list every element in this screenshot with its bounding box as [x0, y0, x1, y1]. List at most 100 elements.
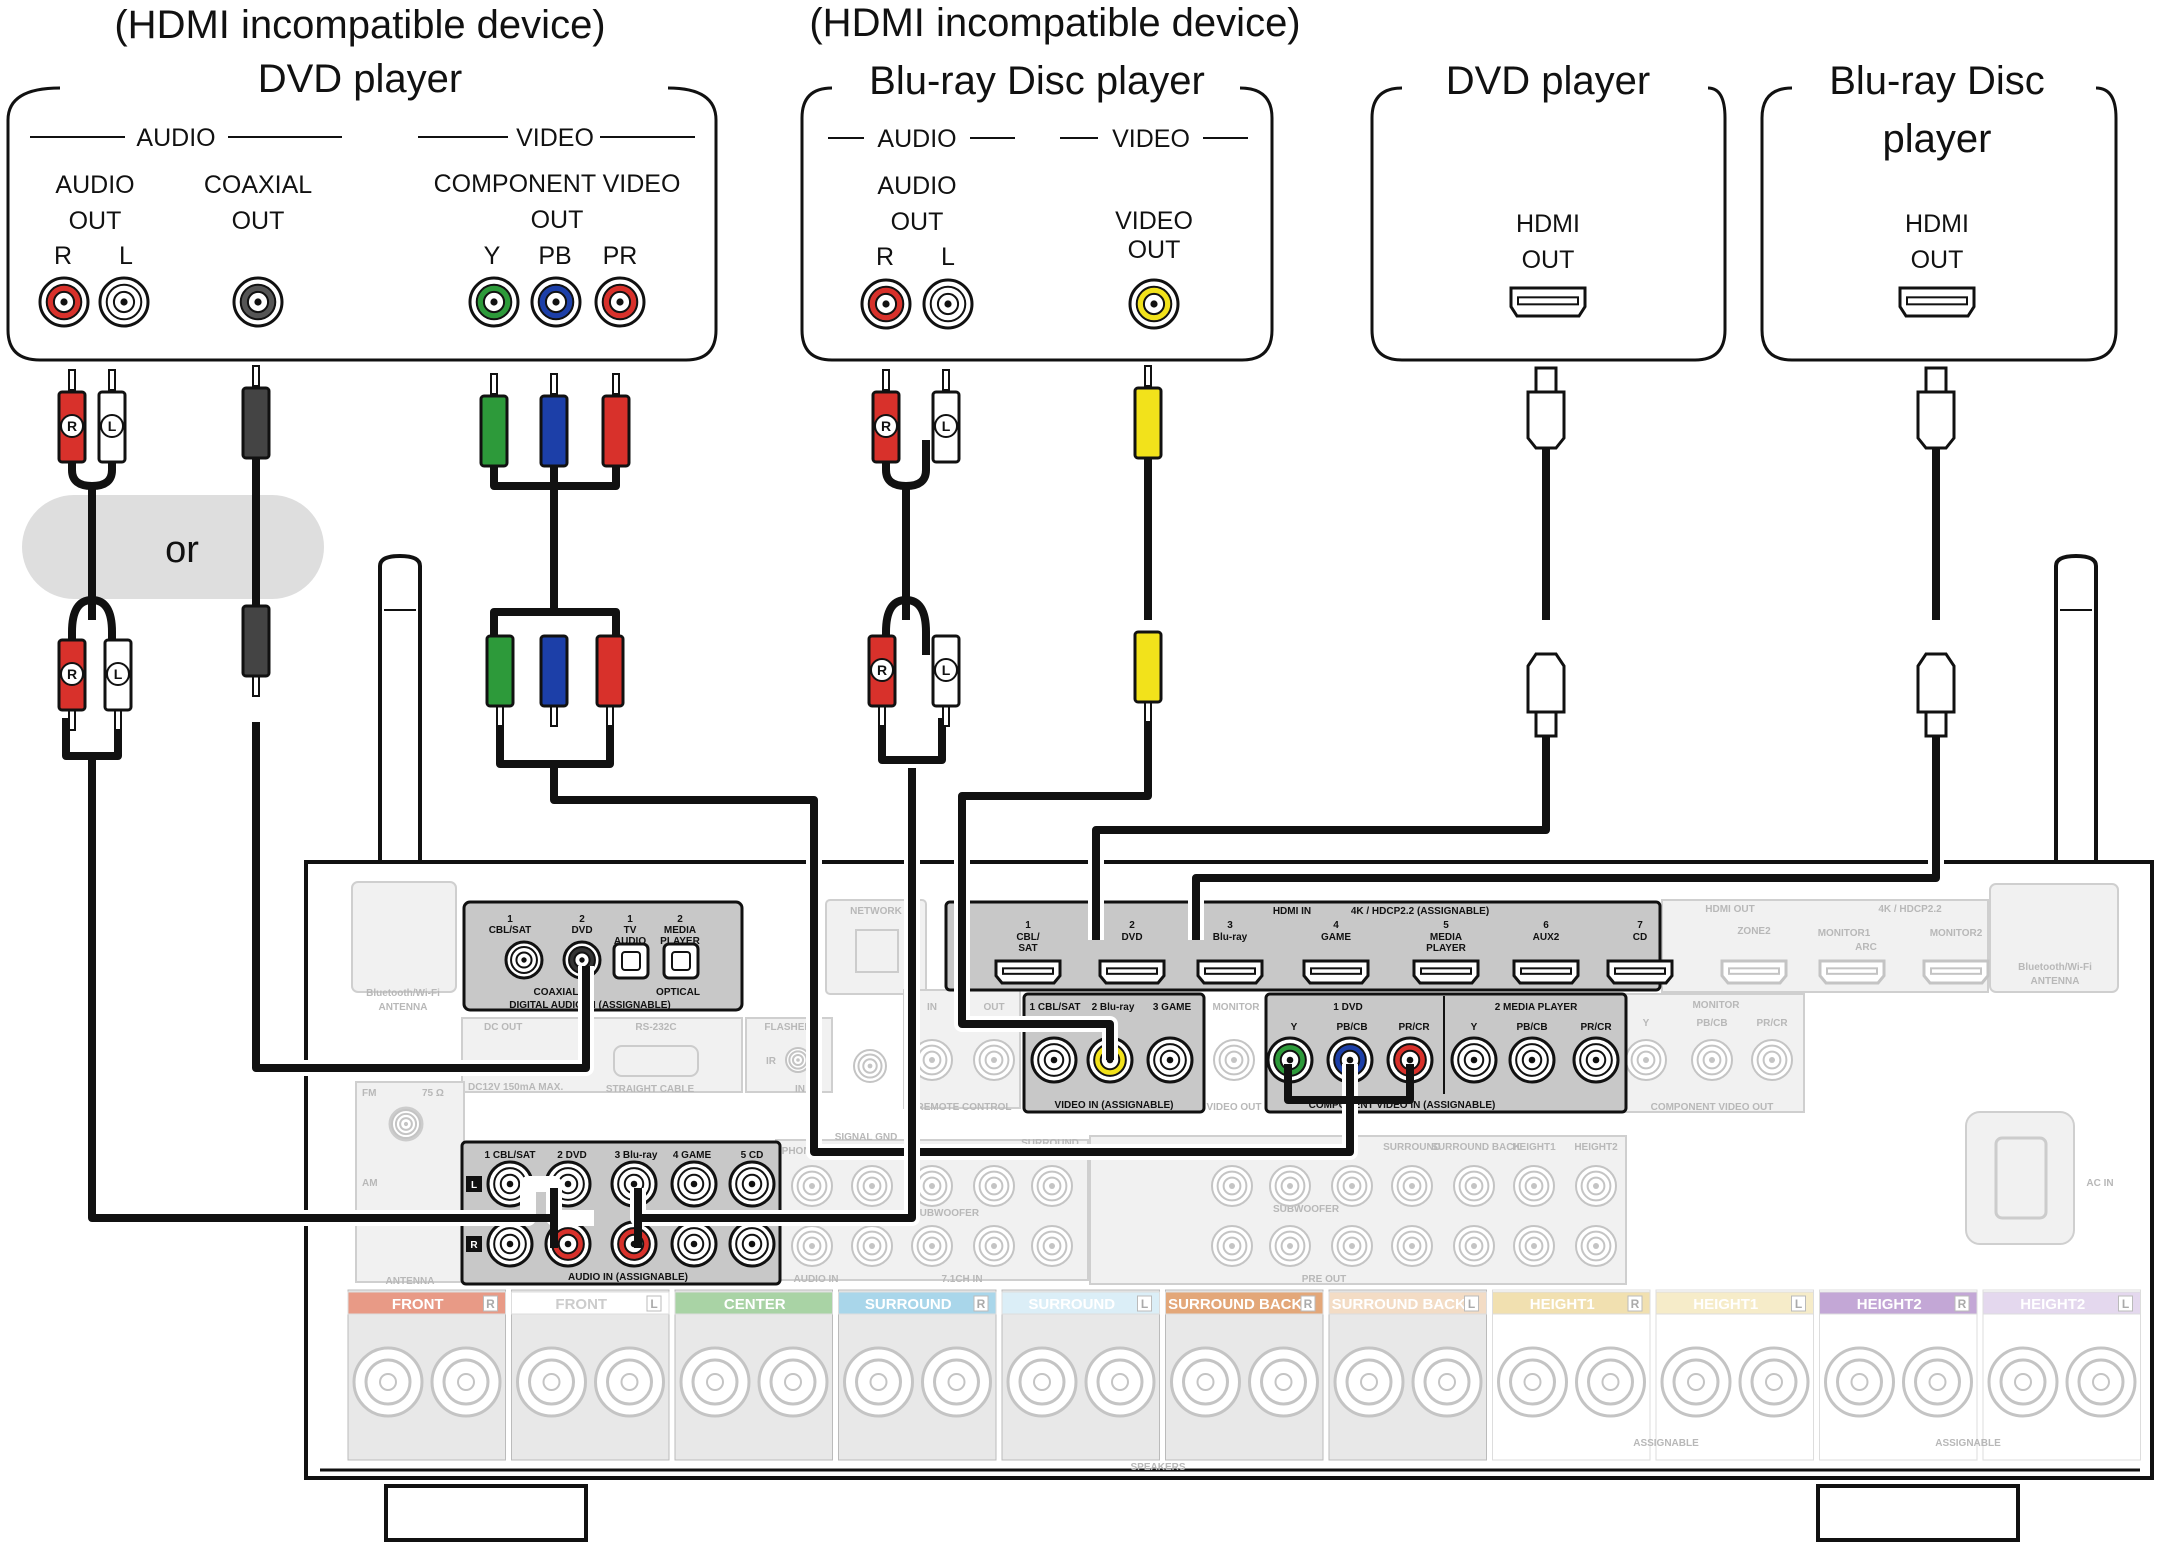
dai-3-num: 1: [627, 914, 633, 925]
speaker-terminal-3: CENTER: [674, 1289, 833, 1461]
dvd-hdmi-out-2: OUT: [1522, 246, 1575, 274]
cables: [62, 438, 1944, 1248]
video-in-3: 3 GAME: [1153, 1002, 1192, 1013]
component-in-pb2: PB/CB: [1516, 1022, 1547, 1033]
dai-1-name: CBL/SAT: [489, 925, 532, 936]
bt-antenna-label-2: ANTENNA: [379, 1002, 428, 1013]
hdmi-out-monitor1-port: [1818, 959, 1886, 985]
faded-jack-c11: [1453, 1225, 1495, 1267]
speaker-label-band-8: [1492, 1291, 1651, 1315]
component-in-1-y-jack: [1266, 1036, 1314, 1084]
bd-video-plug-top: [1133, 365, 1163, 460]
bt-antenna-r-label-2: ANTENNA: [2031, 976, 2080, 987]
video-in-1-jack: [1030, 1036, 1078, 1084]
dvd-audio-plug-l-top-letter: L: [108, 418, 117, 434]
dvd-audio-r-jack: [38, 276, 90, 328]
optical-label: OPTICAL: [656, 987, 700, 998]
dvd-component-plug-pb-top: [539, 373, 569, 468]
optical-port-2: [662, 942, 700, 980]
bd-legacy-note: (HDMI incompatible device): [809, 1, 1300, 45]
dvd-pb-jack-body: [530, 276, 582, 328]
antenna-label: ANTENNA: [386, 1276, 435, 1287]
dvd-legacy-title: DVD player: [258, 57, 463, 101]
dvd-audio-plug-l-bottom-letter: L: [114, 666, 123, 682]
dvd-r-jack-body: [38, 276, 90, 328]
dai-4-name2: PLAYER: [660, 936, 700, 947]
component-out-y: Y: [1643, 1018, 1650, 1029]
speaker-side-1: R: [486, 1297, 495, 1311]
bd-hdmi-title-2: player: [1883, 117, 1992, 161]
bd-hdmi-title-1: Blu-ray Disc: [1829, 59, 2045, 103]
bd-audio-plug-r-top-letter: R: [881, 418, 891, 434]
ir-jack: [785, 1047, 811, 1073]
bd-legacy-audio-group: AUDIO: [877, 125, 956, 153]
dvd-legacy-pr-label: PR: [603, 242, 638, 270]
hdmi-in-port-6: [1512, 959, 1580, 985]
hdmi-in-ports: 1CBL/SAT2DVD3Blu-ray4GAME5MEDIAPLAYER6AU…: [994, 920, 1674, 985]
faded-jack-b1: [851, 1165, 893, 1207]
bd-hdmi-box: [1760, 86, 2118, 362]
dvd-hdmi-out-port: [1509, 286, 1587, 318]
component-out-pr: PR/CR: [1756, 1018, 1788, 1029]
dvd-audio-plug-r-top-letter: R: [67, 418, 77, 434]
dvd-legacy-note: (HDMI incompatible device): [114, 3, 605, 47]
bd-legacy-l-label: L: [941, 243, 955, 271]
audio-in-5: 5 CD: [741, 1150, 764, 1161]
faded-jack-b5: [791, 1225, 833, 1267]
remote-in-label: IN: [927, 1002, 937, 1013]
speaker-side-6: R: [1304, 1297, 1313, 1311]
video-in-caption: VIDEO IN (ASSIGNABLE): [1055, 1100, 1174, 1111]
component-out-pb: PB/CB: [1696, 1018, 1727, 1029]
hdmi-in-number-5: 5: [1443, 920, 1449, 931]
bluray-hdmi-out-port: [1898, 286, 1976, 318]
hdmi-in-port-4: [1302, 959, 1370, 985]
hdmi-in-port-5: [1412, 959, 1480, 985]
dai-3-name: TV: [624, 925, 637, 936]
speaker-label-6: SURROUND BACK: [1168, 1296, 1302, 1313]
speaker-label-band-4: [838, 1291, 997, 1315]
dvd-legacy-component-out-2: OUT: [531, 206, 584, 234]
network-label: NETWORK: [850, 906, 902, 917]
faded-jack-c8: [1269, 1225, 1311, 1267]
hdmi-in-title: HDMI IN: [1273, 906, 1311, 917]
speaker-side-11: L: [2122, 1297, 2129, 1311]
speaker-label-band-9: [1655, 1291, 1814, 1315]
audio-in-4: 4 GAME: [673, 1150, 712, 1161]
bd-video-jack: [1128, 278, 1180, 330]
faded-jack-c6: [1575, 1165, 1617, 1207]
speaker-label-11: HEIGHT2: [2020, 1296, 2085, 1313]
dvd-coaxial-jack: [232, 276, 284, 328]
component-in-2-pr-jack: [1572, 1036, 1620, 1084]
hdmi-in-number-4: 4: [1333, 920, 1339, 931]
dvd-legacy-l-label: L: [119, 242, 133, 270]
faded-jack-a5: [1751, 1039, 1793, 1081]
dvd-legacy-coax-out-1: COAXIAL: [204, 171, 312, 199]
speaker-side-8: R: [1631, 1297, 1640, 1311]
ac-in-label: AC IN: [2086, 1178, 2113, 1189]
dai-4-num: 2: [677, 914, 683, 925]
bd-r-jack-body: [860, 278, 912, 330]
preout-surround-label: SURROUND: [1383, 1142, 1441, 1153]
ch71-in-label: 7.1CH IN: [941, 1274, 982, 1285]
hdmi-out-monitor2-port: [1922, 959, 1990, 985]
dvd-component-plug-pb-bottom: [539, 634, 569, 727]
or-pill: [22, 495, 324, 599]
fm-jack: [391, 1109, 421, 1139]
video-in-1: 1 CBL/SAT: [1030, 1002, 1081, 1013]
faded-jack-b3: [973, 1165, 1015, 1207]
hdmi-out-spec: 4K / HDCP2.2: [1878, 904, 1942, 915]
legacy-bluray-player: (HDMI incompatible device) Blu-ray Disc …: [800, 1, 1301, 362]
dai-2-name: DVD: [571, 925, 592, 936]
bd-legacy-video-group: VIDEO: [1112, 125, 1190, 153]
faded-jack-b7: [911, 1225, 953, 1267]
speaker-label-3: CENTER: [724, 1296, 786, 1313]
or-alternative-badge: or: [22, 495, 324, 599]
hdmi-in-spec: 4K / HDCP2.2 (ASSIGNABLE): [1351, 906, 1489, 917]
dvd-audio-plug-r-bottom-letter: R: [67, 666, 77, 682]
hdmi-in-port-3: [1196, 959, 1264, 985]
